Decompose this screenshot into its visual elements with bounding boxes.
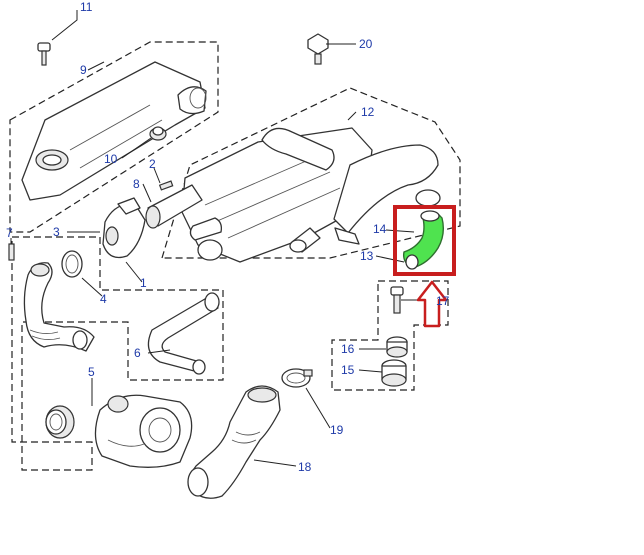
callout-2: 2	[149, 157, 156, 171]
callout-labels: 11 20 9 12 10 2 8 7 3 14 13 4 1 17 6 16 …	[6, 0, 450, 474]
bolt-17-icon	[390, 286, 404, 314]
callout-16: 16	[341, 342, 355, 356]
bushing-16-icon	[386, 336, 408, 358]
callout-20: 20	[359, 37, 373, 51]
pipe-6	[147, 292, 220, 375]
frame-left-hoses	[11, 236, 224, 471]
callout-10: 10	[104, 152, 118, 166]
turbocharger	[94, 394, 193, 468]
tube-8	[145, 184, 203, 229]
callout-3: 3	[53, 225, 60, 239]
bolt-7-icon	[8, 243, 15, 261]
coupling-5	[45, 405, 75, 439]
highlighted-hose-13	[402, 210, 445, 270]
callout-13: 13	[360, 249, 374, 263]
callout-14: 14	[373, 222, 387, 236]
hose-clamp-19	[281, 368, 313, 388]
callout-11: 11	[80, 0, 93, 14]
callout-1: 1	[140, 276, 147, 290]
callout-8: 8	[133, 177, 140, 191]
mount-15-icon	[381, 359, 407, 387]
intake-manifold-12	[181, 127, 441, 263]
callout-17: 17	[436, 294, 450, 308]
frame-9-cover	[9, 41, 219, 233]
frame-17-mounts	[331, 280, 449, 391]
grommet-10-icon	[149, 126, 167, 141]
arrow-up-outline-icon	[416, 280, 448, 328]
callout-12: 12	[361, 105, 375, 119]
callout-7: 7	[6, 226, 13, 240]
highlight-frame	[393, 205, 456, 276]
callout-4: 4	[100, 292, 107, 306]
parts	[8, 33, 445, 499]
valve-body-1	[102, 197, 146, 259]
callout-5: 5	[88, 365, 95, 379]
callout-15: 15	[341, 363, 355, 377]
bent-hose-3	[23, 262, 95, 352]
frame-12-manifold	[161, 87, 461, 259]
callout-18: 18	[298, 460, 312, 474]
bolt-2-icon	[158, 180, 174, 191]
engine-cover-9	[21, 61, 207, 201]
callout-6: 6	[134, 346, 141, 360]
leader-lines	[10, 10, 430, 467]
callout-19: 19	[330, 423, 344, 437]
callout-9: 9	[80, 63, 87, 77]
seal-ring-4	[61, 250, 83, 278]
group-frames	[9, 41, 461, 471]
long-hose-18	[187, 385, 281, 499]
bolt-20-icon	[307, 33, 329, 65]
bolt-11-icon	[37, 42, 51, 66]
